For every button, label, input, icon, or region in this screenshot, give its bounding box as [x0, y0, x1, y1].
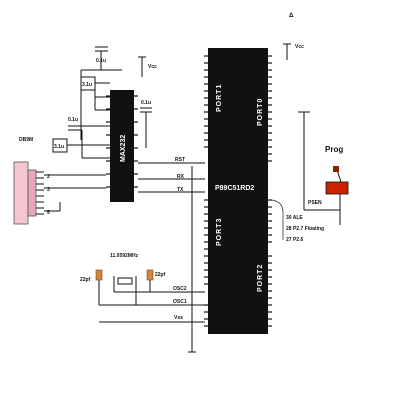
- crystal-cap-left: [95, 269, 103, 281]
- prog-switch-knob[interactable]: [333, 166, 339, 172]
- db9-pin-ticks: [36, 171, 44, 215]
- capacitor-c2-label: 3.1u: [82, 82, 92, 88]
- crystal-cap-right-label: 22pf: [155, 272, 166, 278]
- mcu-port3-label: PORT3: [216, 218, 223, 246]
- db9-pin-3: 3: [47, 187, 50, 193]
- mcu-port1-label: PORT1: [216, 84, 223, 112]
- db9-shell: [13, 161, 29, 225]
- mcu-port2-label: PORT2: [257, 264, 264, 292]
- max232-vcc-label: Vcc: [148, 64, 157, 70]
- pin-note-p26: 27 P2.6: [286, 237, 303, 243]
- crystal-cap-right: [146, 269, 154, 281]
- rx-label: RX: [177, 174, 185, 180]
- rst-label: RST: [175, 157, 185, 163]
- osc2-label: OSC2: [173, 286, 187, 292]
- crystal-cap-left-label: 22pf: [80, 277, 91, 283]
- pin-note-bracket: [271, 199, 284, 240]
- max232-chip: [110, 90, 134, 202]
- mcu-label: P89C51RD2: [215, 185, 254, 192]
- db9-pin-5: 5: [47, 210, 50, 216]
- crystal-body: [117, 277, 133, 285]
- pin-note-ale: 30 ALE: [286, 215, 303, 221]
- capacitor-c5-label: 0.1u: [141, 100, 151, 106]
- pin-note-p27: 28 P2.7 Floating: [286, 226, 324, 232]
- mcu-left-pins: [204, 55, 208, 327]
- mcu-chip: [208, 48, 268, 334]
- db9-pin-2: 2: [47, 174, 50, 180]
- max232-right-pins: [134, 95, 138, 188]
- max232-left-pins: [106, 95, 110, 188]
- osc1-label: OSC1: [173, 299, 187, 305]
- db9-label: DB9M: [19, 137, 33, 143]
- db9-face: [27, 169, 37, 217]
- prog-switch-body[interactable]: [325, 181, 349, 195]
- max232-label: MAX232: [120, 135, 127, 162]
- top-mark: Δ: [289, 13, 294, 19]
- vss-label: Vss: [174, 315, 183, 321]
- crystal-frequency-label: 11.0592MHz: [110, 253, 139, 259]
- mcu-port0-label: PORT0: [257, 98, 264, 126]
- capacitor-c3-label: 0.1u: [68, 117, 78, 123]
- tx-label: TX: [177, 187, 184, 193]
- mcu-vcc-label: Vcc: [295, 44, 304, 50]
- prog-label: Prog: [325, 145, 343, 154]
- capacitor-c4-label: 3.1u: [54, 144, 64, 150]
- psen-label: PSEN: [308, 200, 322, 206]
- mcu-right-pins: [268, 55, 272, 327]
